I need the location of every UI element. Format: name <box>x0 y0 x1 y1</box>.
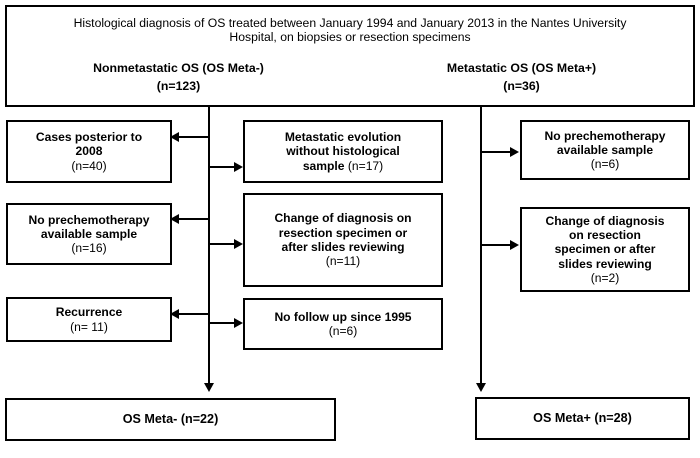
node-no-prechemo-sample-right-line-2: available sample <box>556 142 654 157</box>
result-box-os-meta-negative: OS Meta- (n=22) <box>5 398 336 441</box>
connector-right-1 <box>480 151 512 153</box>
header-title-line-2: Hospital, on biopsies or resection speci… <box>229 30 471 45</box>
connector-right-2 <box>480 244 512 246</box>
header-box: Histological diagnosis of OS treated bet… <box>5 5 695 107</box>
node-change-diagnosis-right-line-4: slides reviewing <box>558 256 652 271</box>
node-no-prechemo-sample-left-line-2: available sample <box>40 226 138 241</box>
node-no-follow-up-1995-line-1: No follow up since 1995 <box>274 309 412 324</box>
node-no-prechemo-sample-left: No prechemotherapy available sample (n=1… <box>6 203 172 265</box>
arrowhead-down-left-icon <box>204 383 214 392</box>
node-metastatic-evolution-count: (n=17) <box>347 158 384 173</box>
spine-nonmetastatic <box>208 107 210 385</box>
header-columns: Nonmetastatic OS (OS Meta-) (n=123) Meta… <box>7 60 693 96</box>
node-no-prechemo-sample-right-count: (n=6) <box>590 157 620 172</box>
node-change-diagnosis-right-line-2: on resection <box>569 228 641 243</box>
node-metastatic-evolution-line-1: Metastatic evolution <box>284 130 402 145</box>
node-metastatic-evolution-line-2: without histological <box>286 144 400 159</box>
connector-left-3 <box>178 313 210 315</box>
node-change-diagnosis-middle-line-3: after slides reviewing <box>281 240 405 254</box>
header-column-nonmetastatic-label: Nonmetastatic OS (OS Meta-) <box>93 61 264 75</box>
node-no-prechemo-sample-right-line-1: No prechemotherapy <box>544 128 666 143</box>
arrowhead-left-3-icon <box>170 309 179 319</box>
node-recurrence-line-1: Recurrence <box>55 305 123 320</box>
node-cases-posterior-2008: Cases posterior to 2008 (n=40) <box>6 120 172 183</box>
node-no-prechemo-sample-left-count: (n=16) <box>71 241 107 256</box>
arrowhead-mid-1-icon <box>234 162 243 172</box>
header-title-line-1: Histological diagnosis of OS treated bet… <box>73 16 627 30</box>
node-change-diagnosis-middle-line-1: Change of diagnosis on <box>274 211 412 226</box>
node-metastatic-evolution: Metastatic evolution without histologica… <box>243 120 443 183</box>
node-no-follow-up-1995: No follow up since 1995 (n=6) <box>243 298 443 350</box>
header-column-nonmetastatic: Nonmetastatic OS (OS Meta-) (n=123) <box>7 60 350 96</box>
node-no-prechemo-sample-right: No prechemotherapy available sample (n=6… <box>520 120 690 180</box>
arrowhead-right-1-icon <box>510 147 519 157</box>
result-box-os-meta-positive-label: OS Meta+ (n=28) <box>533 411 632 426</box>
header-column-metastatic-label: Metastatic OS (OS Meta+) <box>446 61 597 75</box>
arrowhead-left-2-icon <box>170 214 179 224</box>
node-change-diagnosis-middle-line-2: resection specimen or <box>278 225 408 240</box>
node-metastatic-evolution-line-3: sample (n=17) <box>251 159 435 173</box>
node-change-diagnosis-middle-count: (n=11) <box>325 254 361 269</box>
node-no-prechemo-sample-left-line-1: No prechemotherapy <box>28 212 150 227</box>
node-recurrence-count: (n= 11) <box>70 319 108 334</box>
node-recurrence: Recurrence (n= 11) <box>6 297 172 342</box>
header-column-nonmetastatic-count: (n=123) <box>156 78 201 93</box>
node-cases-posterior-2008-line-2: 2008 <box>75 144 103 159</box>
connector-mid-1 <box>208 166 236 168</box>
connector-mid-2 <box>208 243 236 245</box>
arrowhead-down-right-icon <box>476 383 486 392</box>
result-box-os-meta-positive: OS Meta+ (n=28) <box>475 397 690 440</box>
node-cases-posterior-2008-line-1: Cases posterior to <box>35 130 143 145</box>
node-cases-posterior-2008-count: (n=40) <box>71 158 107 173</box>
node-no-follow-up-1995-count: (n=6) <box>328 324 358 338</box>
arrowhead-mid-3-icon <box>234 318 243 328</box>
result-box-os-meta-negative-label: OS Meta- (n=22) <box>122 412 219 427</box>
node-change-diagnosis-right-line-1: Change of diagnosis <box>545 213 665 228</box>
node-metastatic-evolution-line-3-text: sample <box>302 158 348 173</box>
connector-left-2 <box>178 218 210 220</box>
arrowhead-right-2-icon <box>510 240 519 250</box>
arrowhead-mid-2-icon <box>234 239 243 249</box>
header-column-metastatic-count: (n=36) <box>503 78 540 93</box>
spine-metastatic <box>480 107 482 385</box>
header-column-metastatic: Metastatic OS (OS Meta+) (n=36) <box>350 60 693 96</box>
connector-mid-3 <box>208 322 236 324</box>
node-change-diagnosis-right-count: (n=2) <box>590 270 620 285</box>
arrowhead-left-1-icon <box>170 132 179 142</box>
connector-left-1 <box>178 136 210 138</box>
node-change-diagnosis-right: Change of diagnosis on resection specime… <box>520 207 690 292</box>
node-change-diagnosis-middle: Change of diagnosis on resection specime… <box>243 193 443 287</box>
node-change-diagnosis-right-line-3: specimen or after <box>554 242 656 257</box>
